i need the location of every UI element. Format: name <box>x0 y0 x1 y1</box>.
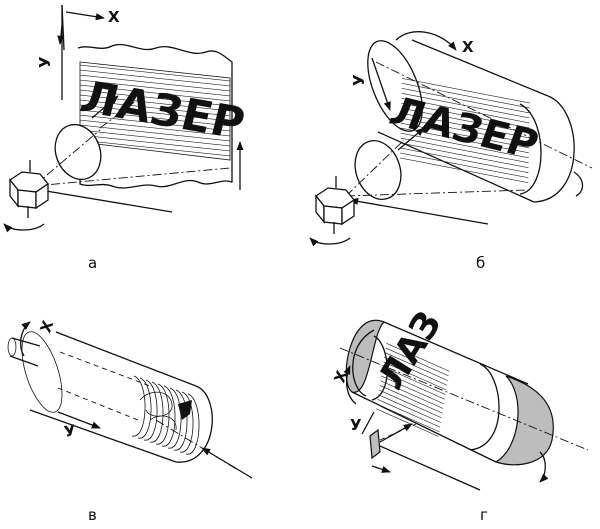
cylinder-axis <box>375 61 593 169</box>
axis-x-label: X <box>36 318 57 335</box>
x-rotation-arrow <box>343 365 357 405</box>
hex-scanner <box>315 176 355 234</box>
rotation-arrow <box>3 223 45 233</box>
caption-b: б <box>476 254 485 272</box>
y-axis-line <box>361 411 375 435</box>
right-rotation-arrow <box>573 171 584 197</box>
beam-arrow <box>91 95 119 119</box>
left-cap-band <box>352 329 375 397</box>
incoming-beam <box>349 197 489 225</box>
feed-arrow <box>371 465 391 473</box>
sheet-outline <box>61 5 233 189</box>
caption-a: а <box>88 254 97 272</box>
cylinder-right-end <box>533 95 575 203</box>
y-axis-arrow <box>57 411 101 429</box>
shaft-end <box>7 337 17 357</box>
incoming-beam <box>39 187 173 213</box>
cylinder-right-cap <box>494 375 554 466</box>
mirror <box>354 140 402 200</box>
incoming-beam <box>379 445 481 491</box>
beam-lower <box>345 189 527 197</box>
panel-a: ЛАЗЕР X У а <box>3 4 250 272</box>
x-rotation-arrow <box>19 321 31 357</box>
panel-b: ЛАЗЕР X У б <box>309 31 593 272</box>
beam-arrow <box>397 127 425 151</box>
cylinder-axis <box>339 347 589 451</box>
engraved-text: ЛАЗЕР <box>384 89 545 168</box>
engraved-text: ЛАЗЕР <box>76 72 250 150</box>
mirror <box>369 428 381 460</box>
beam-to-mirror <box>33 129 101 187</box>
caption-v: в <box>88 506 97 524</box>
beam-dashed <box>379 423 417 441</box>
cylinder-left-end <box>21 331 63 413</box>
cylinder-right-end <box>175 385 213 463</box>
panel-v: X У в <box>7 318 253 524</box>
hidden-edge-top <box>59 351 151 387</box>
engraved-text: ЛАЗ <box>371 304 450 396</box>
y-axis-arrow <box>371 57 391 111</box>
axis-y-label: У <box>63 421 78 441</box>
mirror <box>54 123 102 181</box>
beam-to-sheet <box>99 97 141 129</box>
beam-to-mirror <box>345 139 405 197</box>
panel-g: ЛАЗ X У г <box>330 304 589 524</box>
axis-x-label: X <box>462 38 474 56</box>
beam-lower <box>33 167 231 187</box>
incoming-beam <box>201 447 253 479</box>
hidden-edge-bottom <box>57 387 139 421</box>
cylinder-body <box>29 331 197 463</box>
shaft <box>9 337 41 367</box>
x-rotation-arrow <box>395 31 457 51</box>
rotation-arrow <box>309 237 351 247</box>
axis-x-label: X <box>108 8 120 26</box>
right-rotation-arrow <box>539 451 549 483</box>
hatched-band <box>80 63 230 158</box>
beam-to-workpiece <box>379 423 413 443</box>
x-axis-arrow <box>65 11 105 21</box>
hex-scanner <box>9 160 49 218</box>
engraved-mark <box>178 400 192 420</box>
axis-y-label: У <box>350 416 362 434</box>
cylinder-left-cap <box>345 319 386 393</box>
engraving-rings <box>131 375 200 455</box>
axis-y-label: У <box>350 74 368 86</box>
cylinder-right-band <box>519 103 542 195</box>
y-axis-arrow <box>57 25 65 45</box>
caption-g: г <box>480 506 488 524</box>
band-border <box>79 61 231 161</box>
axis-y-label: У <box>36 56 54 68</box>
right-band <box>469 363 500 451</box>
